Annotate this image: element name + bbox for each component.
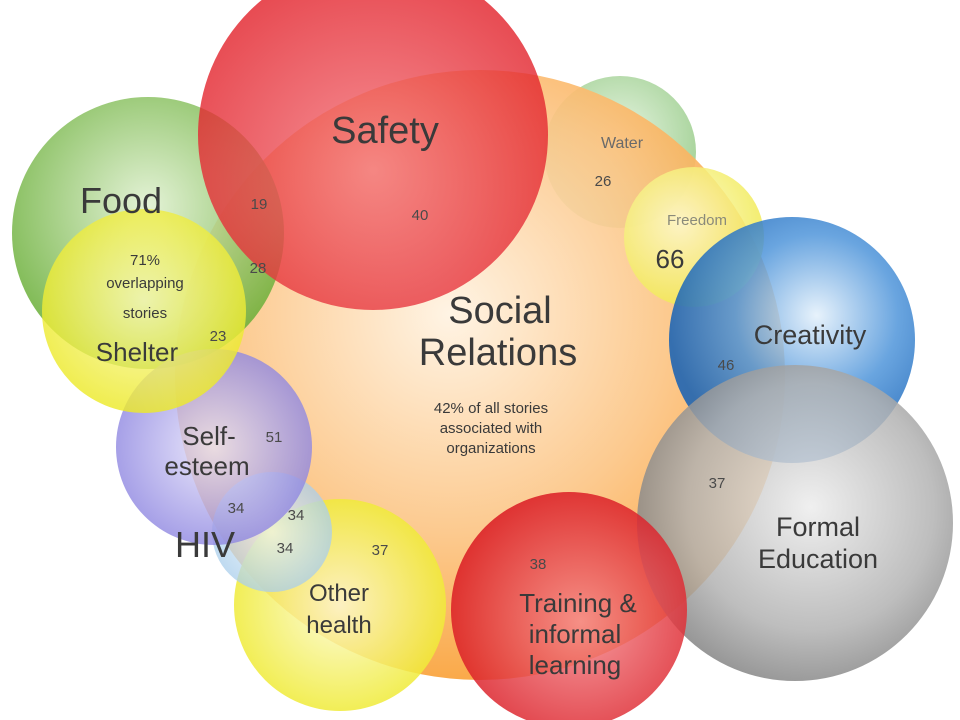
number-hiv-self: 34 <box>288 507 305 524</box>
number-shelter: 23 <box>210 328 227 345</box>
number-safety-social: 40 <box>412 207 429 224</box>
number-self-esteem: 51 <box>266 429 283 446</box>
number-water-social: 26 <box>595 173 612 190</box>
center-caption-line1: 42% of all stories <box>434 400 548 417</box>
formal-education-circle <box>637 365 953 681</box>
safety-circle <box>198 0 548 310</box>
training-circle <box>451 492 687 720</box>
overlap-note-line3: stories <box>123 305 167 322</box>
formal-education-label-line2: Education <box>758 544 878 574</box>
other-health-label-line1: Other <box>309 580 369 607</box>
number-other-health: 37 <box>372 542 389 559</box>
number-freedom: 66 <box>656 244 685 274</box>
other-health-label-line2: health <box>306 612 371 639</box>
number-hiv-other: 34 <box>277 540 294 557</box>
overlap-note-line2: overlapping <box>106 275 184 292</box>
number-food-safety: 19 <box>251 196 268 213</box>
training-label-line3: learning <box>529 650 622 680</box>
training-label-line1: Training & <box>519 588 637 618</box>
number-hiv-left: 34 <box>228 500 245 517</box>
food-label: Food <box>80 180 162 221</box>
number-training: 38 <box>530 556 547 573</box>
creativity-label: Creativity <box>754 320 867 350</box>
overlap-note-line1: 71% <box>130 252 160 269</box>
formal-education-label-line1: Formal <box>776 512 860 542</box>
shelter-circle <box>42 209 246 413</box>
number-creativity: 46 <box>718 357 735 374</box>
freedom-label: Freedom <box>667 212 727 229</box>
number-formal-education: 37 <box>709 475 726 492</box>
hiv-label: HIV <box>175 524 235 565</box>
self-esteem-label-line1: Self- <box>182 421 235 451</box>
shelter-label: Shelter <box>96 337 179 367</box>
self-esteem-label-line2: esteem <box>164 451 249 481</box>
center-title-line1: Social <box>448 290 552 332</box>
center-title-line2: Relations <box>419 332 577 374</box>
number-food-social: 28 <box>250 260 267 277</box>
center-caption-line3: organizations <box>446 440 535 457</box>
training-label-line2: informal <box>529 619 621 649</box>
safety-label: Safety <box>331 110 439 152</box>
water-label: Water <box>601 135 644 152</box>
center-caption-line2: associated with <box>440 420 543 437</box>
